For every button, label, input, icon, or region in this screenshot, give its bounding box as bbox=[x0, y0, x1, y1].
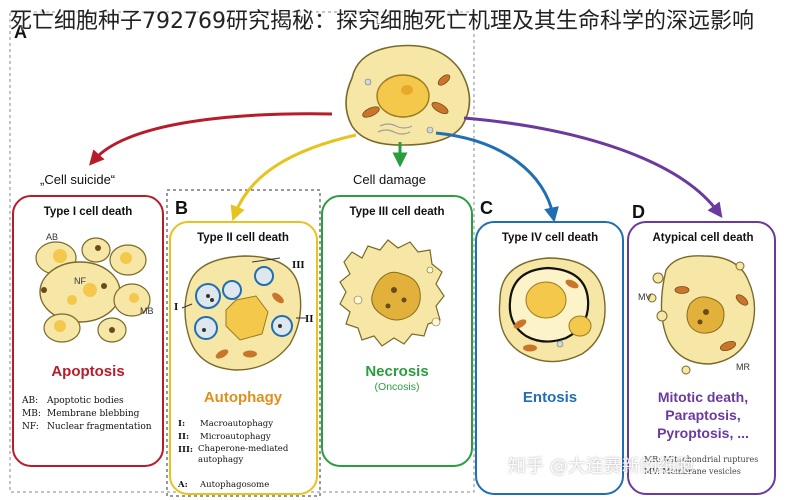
type1-legend-abbr-0: AB: bbox=[21, 396, 38, 406]
atypical-name-1: Paraptosis, bbox=[665, 407, 740, 423]
atypical-label-mv: MV bbox=[638, 292, 652, 302]
arrow-to-apoptosis bbox=[89, 112, 333, 166]
type1-label-ab: AB bbox=[46, 232, 58, 242]
type1-label-nf: NF bbox=[74, 276, 86, 286]
panel-letter-a: A bbox=[14, 22, 27, 42]
type1-legend-abbr-2: NF: bbox=[22, 422, 39, 432]
type3-title: Type III cell death bbox=[349, 206, 444, 218]
type2-legend-text-1: Microautophagy bbox=[200, 432, 271, 442]
healthy-cell bbox=[345, 44, 471, 146]
type2-label-i: I bbox=[174, 303, 178, 313]
type1-legend: AB: Apoptotic bodies MB: Membrane blebbi… bbox=[21, 396, 152, 432]
type2-legend-text-3: Autophagosome bbox=[199, 480, 269, 490]
type1-legend-text-1: Membrane blebbing bbox=[47, 409, 140, 419]
atypical-title: Atypical cell death bbox=[653, 232, 754, 244]
type2-legend-text-2-wrap: Chaperone-mediated autophagy bbox=[198, 444, 289, 465]
type1-legend-abbr-1: MB: bbox=[22, 409, 41, 419]
type2-legend-abbr-3: A: bbox=[177, 480, 188, 490]
apoptosis-illustration bbox=[35, 237, 151, 343]
type1-name: Apoptosis bbox=[51, 363, 124, 380]
type1-legend-text-0: Apoptotic bodies bbox=[46, 396, 124, 406]
type2-label-ii: II bbox=[305, 315, 313, 325]
arrow-to-autophagy bbox=[230, 133, 357, 221]
label-cell-damage: Cell damage bbox=[353, 172, 426, 187]
panel-letter-c: C bbox=[480, 198, 493, 218]
type2-legend-text-2: Chaperone-mediated autophagy bbox=[198, 444, 289, 465]
atypical-illustration bbox=[647, 255, 756, 375]
type2-label-iii: III bbox=[292, 261, 305, 271]
type2-legend-abbr-1: II: bbox=[178, 432, 189, 442]
atypical-name-2: Pyroptosis, ... bbox=[657, 425, 749, 441]
autophagy-illustration bbox=[181, 255, 306, 371]
arrow-to-atypical bbox=[463, 116, 723, 219]
panel-b-frame bbox=[166, 189, 321, 497]
type2-legend-text-0: Macroautophagy bbox=[200, 419, 273, 429]
type2-legend-abbr-0: I: bbox=[178, 419, 185, 429]
type1-label-mb: MB bbox=[140, 306, 154, 316]
atypical-footnote-0: MR: Mitochondrial ruptures bbox=[644, 455, 758, 464]
page-title: 死亡细胞种子792769研究揭秘：探究细胞死亡机理及其生命科学的深远影响 bbox=[10, 9, 754, 34]
label-cell-suicide: „Cell suicide“ bbox=[40, 172, 115, 187]
type2-legend-abbr-2: III: bbox=[178, 445, 193, 455]
type3-name: Necrosis bbox=[365, 363, 428, 380]
arrow-to-entosis bbox=[435, 131, 559, 223]
type2-title: Type II cell death bbox=[197, 232, 289, 244]
atypical-label-mr: MR bbox=[736, 362, 750, 372]
type1-title: Type I cell death bbox=[44, 206, 133, 218]
type2-name: Autophagy bbox=[204, 389, 283, 406]
type1-legend-text-2: Nuclear fragmentation bbox=[47, 422, 152, 432]
atypical-name-0: Mitotic death, bbox=[658, 389, 748, 405]
healthy-cell-label: Li bbox=[376, 16, 383, 26]
panel-letter-b: B bbox=[175, 198, 188, 218]
watermark: 知乎 @大连赛新的细胞 bbox=[508, 456, 694, 477]
type3-subname: (Oncosis) bbox=[375, 381, 420, 393]
entosis-illustration bbox=[498, 257, 606, 363]
type2-legend: I: Macroautophagy II: Microautophagy III… bbox=[177, 419, 289, 490]
panel-letter-d: D bbox=[632, 202, 645, 222]
necrosis-illustration bbox=[339, 239, 445, 347]
type4-name: Entosis bbox=[523, 389, 577, 406]
type4-title: Type IV cell death bbox=[502, 232, 598, 244]
atypical-footnote-1: MV: Membrane vesicles bbox=[644, 467, 741, 476]
